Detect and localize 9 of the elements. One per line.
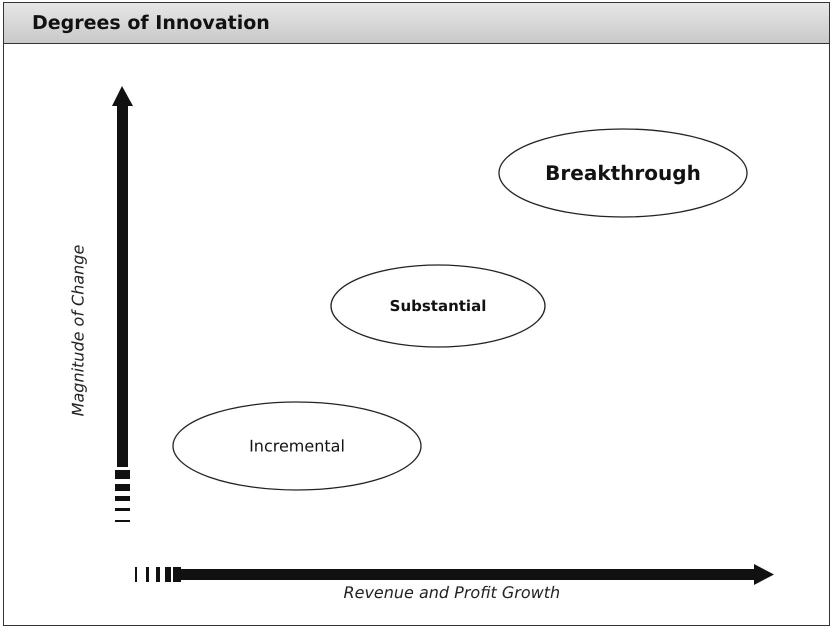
ellipse-node [330, 264, 546, 348]
node-label: Incremental [248, 436, 346, 456]
node-label: Breakthrough [544, 161, 702, 185]
node-label: Substantial [388, 297, 488, 315]
title: Degrees of Innovation [32, 12, 270, 34]
ellipse-node [172, 401, 422, 491]
ellipse-node [498, 128, 748, 218]
y-axis-label: Magnitude of Change [68, 244, 88, 416]
x-axis-label: Revenue and Profit Growth [344, 582, 560, 602]
